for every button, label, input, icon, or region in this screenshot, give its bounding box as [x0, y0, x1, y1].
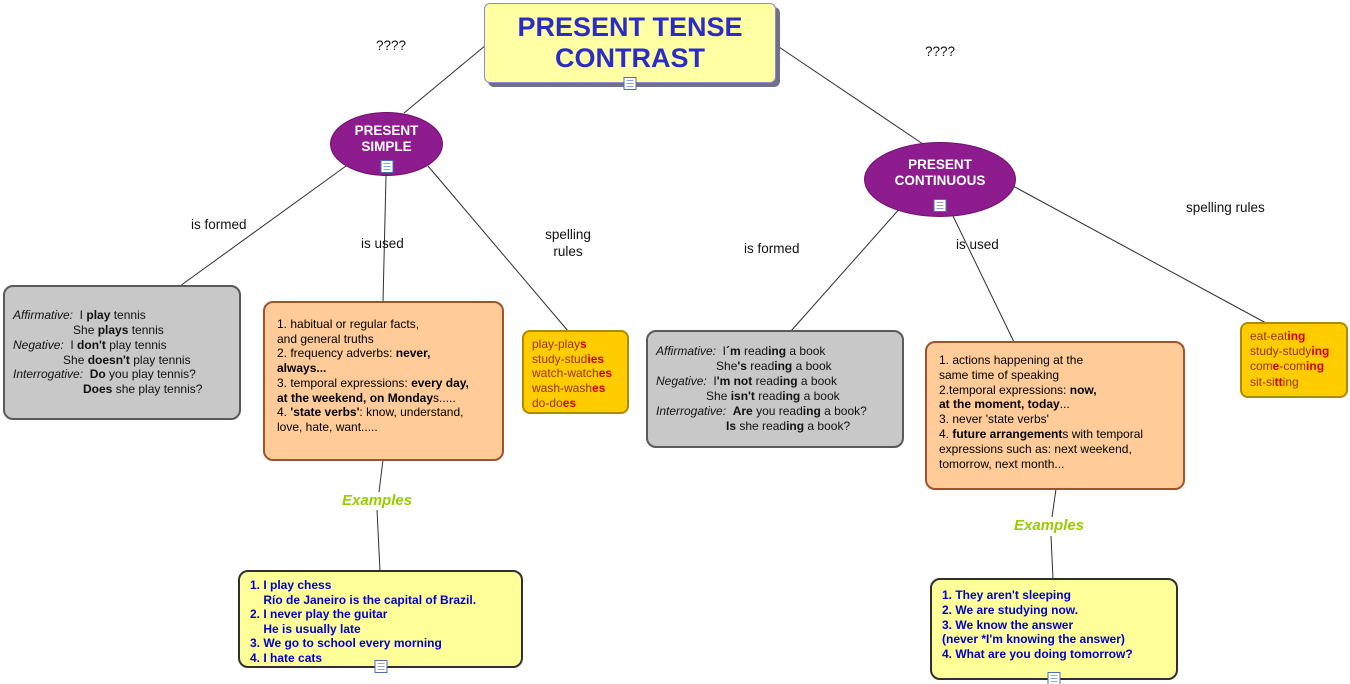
text-line: 1. I play chess [250, 578, 332, 592]
text-line: She isn't reading a book [656, 389, 840, 403]
box-present-simple-uses[interactable]: 1. habitual or regular facts,and general… [263, 301, 504, 461]
text-line: spelling [545, 227, 591, 242]
text-line: CONTINUOUS [894, 172, 986, 188]
text-line: 4. future arrangements with temporal [939, 426, 1144, 441]
box-present-simple-uses-text: 1. habitual or regular facts,and general… [277, 317, 492, 435]
box-present-simple-examples-text: 1. I play chess Río de Janeiro is the ca… [250, 578, 511, 666]
box-present-continuous-forms-text: Affirmative: I´m reading a book She's re… [656, 344, 894, 433]
text-line: study-studies [532, 351, 605, 366]
text-line: love, hate, want..... [277, 419, 378, 434]
text-line: Interrogative: Are you reading a book? [656, 403, 867, 418]
text-line: CONTRAST [555, 43, 705, 73]
text-line: Interrogative: Do you play tennis? [13, 367, 196, 382]
text-line: PRESENT [354, 123, 419, 138]
text-line: 3. never 'state verbs' [939, 412, 1049, 427]
text-line: 3. temporal expressions: every day, [277, 375, 469, 390]
text-line: SIMPLE [361, 139, 412, 154]
text-line: 2.temporal expressions: now, [939, 382, 1097, 397]
link-label-questions-left[interactable]: ???? [376, 38, 407, 53]
text-line: She plays tennis [13, 322, 164, 337]
text-line: Does she play tennis? [83, 382, 203, 397]
text-line: at the weekend, on Mondays..... [277, 390, 456, 405]
resource-icon[interactable] [933, 199, 947, 212]
text-line: 1. actions happening at the [939, 353, 1084, 367]
text-line: and general truths [277, 331, 374, 346]
text-line: play-plays [532, 337, 587, 351]
text-line: She's reading a book [656, 359, 832, 374]
text-line: PRESENT [908, 156, 972, 172]
text-line: sit-sitting [1250, 374, 1299, 389]
text-line: do-does [532, 395, 577, 410]
label-examples-right[interactable]: Examples [1011, 517, 1088, 534]
text-line: He is usually late [250, 621, 361, 636]
text-line: 2. frequency adverbs: never, [277, 346, 431, 361]
text-line: wash-washes [532, 381, 606, 396]
text-line: 4. 'state verbs': know, understand, [277, 405, 464, 420]
text-line: 4. What are you doing tomorrow? [942, 647, 1133, 662]
text-line: study-studying [1250, 344, 1330, 359]
text-line: eat-eating [1250, 329, 1306, 343]
resource-icon[interactable] [1047, 672, 1061, 684]
text-line: Negative: I'm not reading a book [656, 374, 837, 389]
text-line: 4. I hate cats [250, 650, 323, 665]
link-label-pc-is-formed[interactable]: is formed [744, 241, 800, 256]
link-label-pc-spelling-rules[interactable]: spelling rules [1186, 200, 1265, 215]
text-line: (never *I'm knowing the answer) [942, 632, 1125, 647]
text-line: 3. We know the answer [942, 617, 1074, 632]
resource-icon[interactable] [623, 77, 637, 90]
box-present-simple-examples[interactable]: 1. I play chess Río de Janeiro is the ca… [238, 570, 523, 673]
resource-icon[interactable] [374, 660, 387, 673]
text-line: 2. We are studying now. [942, 602, 1079, 617]
text-line: Affirmative: I play tennis [13, 307, 146, 322]
link-label-pc-is-used[interactable]: is used [956, 237, 999, 252]
text-line: come-coming [1250, 359, 1325, 374]
text-line: PRESENT TENSE [517, 12, 743, 42]
text-line: Affirmative: I´m reading a book [656, 344, 826, 359]
text-line: always... [277, 361, 327, 376]
text-line: 1. habitual or regular facts, [277, 317, 420, 331]
link-label-ps-spelling-rules[interactable]: spelling rules [539, 226, 597, 260]
text-line: 3. We go to school every morning [250, 636, 442, 651]
text-line: Río de Janeiro is the capital of Brazil. [250, 592, 477, 607]
text-line: rules [553, 244, 583, 259]
text-line: expressions such as: next weekend, [939, 441, 1132, 456]
text-line: Negative: I don't play tennis [13, 337, 167, 352]
text-line: 2. I never play the guitar [250, 607, 388, 622]
label-examples-left[interactable]: Examples [339, 492, 416, 509]
resource-icon[interactable] [380, 160, 393, 173]
box-present-simple-forms-text: Affirmative: I play tennis She plays ten… [13, 308, 231, 397]
text-line: watch-watches [532, 366, 613, 381]
link-label-questions-right[interactable]: ???? [925, 44, 956, 59]
text-line: She doesn't play tennis [13, 352, 191, 367]
link-label-ps-is-formed[interactable]: is formed [191, 217, 247, 232]
text-line: same time of speaking [939, 367, 1060, 382]
link-label-ps-is-used[interactable]: is used [361, 236, 404, 251]
text-line: at the moment, today... [939, 397, 1070, 412]
text-line: Is she reading a book? [726, 418, 851, 433]
box-present-continuous-forms[interactable]: Affirmative: I´m reading a book She's re… [646, 330, 904, 448]
text-line: 1. They aren't sleeping [942, 588, 1071, 602]
box-present-simple-forms[interactable]: Affirmative: I play tennis She plays ten… [3, 285, 241, 420]
text-line: tomorrow, next month... [939, 456, 1065, 471]
